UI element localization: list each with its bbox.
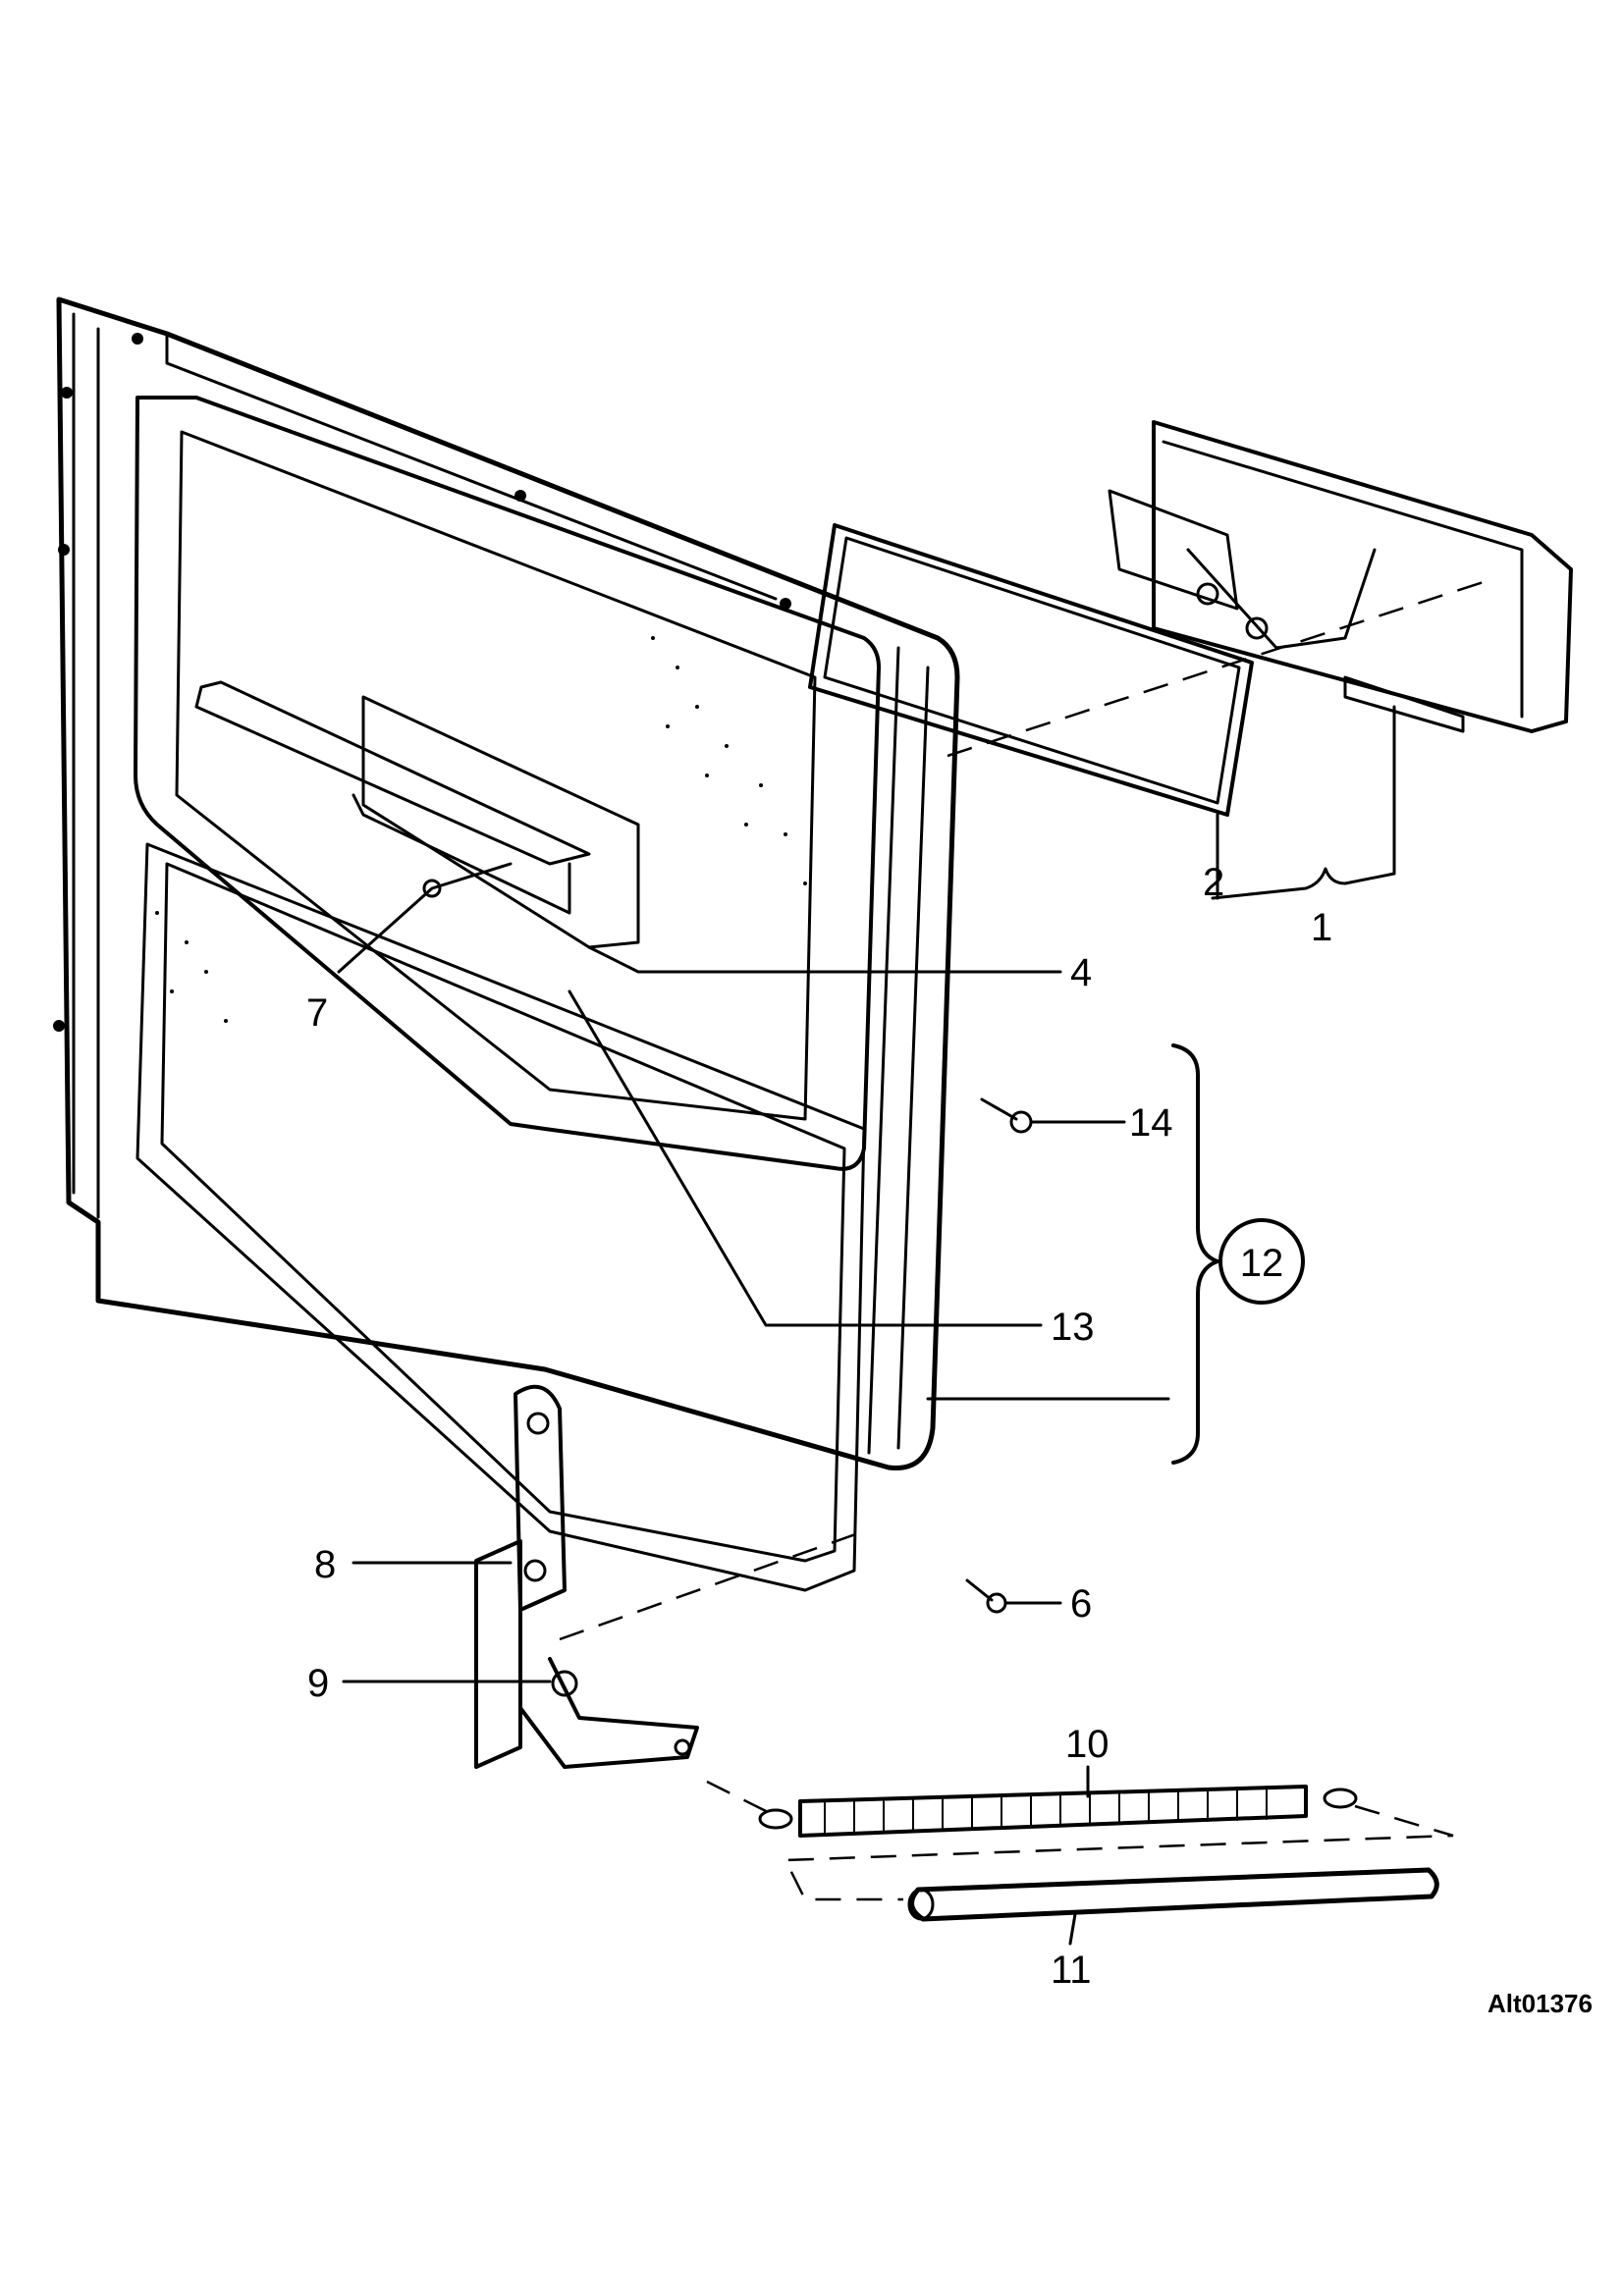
- callout-9: 9: [307, 1662, 329, 1705]
- screw-14: [980, 1097, 1033, 1134]
- callout-8: 8: [314, 1543, 336, 1586]
- frame-rivets: [53, 333, 791, 1032]
- callout-14: 14: [1129, 1101, 1173, 1145]
- gasket-frame: [808, 523, 1254, 817]
- leader-lines: [337, 813, 1396, 1946]
- door-panel: [53, 296, 960, 1592]
- insulation-texture: [155, 636, 807, 1023]
- lock-mechanism: [1108, 420, 1573, 846]
- callout-11: 11: [1051, 1949, 1092, 1992]
- callout-7: 7: [306, 991, 328, 1035]
- tension-spring: [758, 1785, 1358, 1838]
- callout-labels: 1 2 4 6 7 8 9 10 11 12 13 14 Alt01376: [306, 861, 1593, 2018]
- callout-2: 2: [1203, 861, 1224, 904]
- callout-10: 10: [1065, 1723, 1109, 1766]
- spring-cover-rod: [907, 1867, 1439, 1922]
- reference-code: Alt01376: [1488, 1989, 1593, 2018]
- screw-6: [965, 1578, 1007, 1614]
- callout-1: 1: [1311, 906, 1332, 949]
- hinge-bracket: [474, 1384, 699, 1769]
- callout-12-circle: 12: [1218, 1218, 1305, 1305]
- callout-4: 4: [1070, 951, 1092, 994]
- door-handle: [194, 680, 640, 949]
- callout-13: 13: [1051, 1306, 1095, 1349]
- callout-6: 6: [1070, 1582, 1092, 1626]
- explode-lines: [559, 577, 1493, 1901]
- callout-12: 12: [1240, 1242, 1284, 1285]
